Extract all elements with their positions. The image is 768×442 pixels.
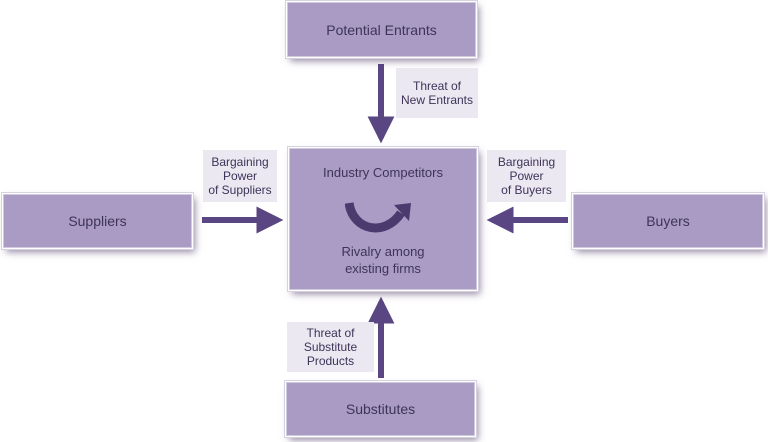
suppliers-box: Suppliers bbox=[2, 193, 193, 249]
industry-competitors-box: Industry Competitors Rivalry among exist… bbox=[288, 147, 478, 291]
suppliers-label: Suppliers bbox=[68, 213, 127, 229]
potential-entrants-label: Potential Entrants bbox=[326, 21, 437, 38]
buyers-label: Buyers bbox=[646, 213, 690, 229]
buyer-power-label: Bargaining Power of Buyers bbox=[487, 150, 566, 202]
buyers-box: Buyers bbox=[572, 193, 764, 249]
substitutes-box: Substitutes bbox=[285, 381, 476, 437]
threat-substitutes-label: Threat of Substitute Products bbox=[287, 322, 374, 372]
curved-arrow-icon bbox=[345, 201, 411, 233]
substitutes-label: Substitutes bbox=[345, 401, 416, 417]
supplier-power-label: Bargaining Power of Suppliers bbox=[203, 150, 277, 202]
threat-new-entrants-label: Threat of New Entrants bbox=[396, 68, 478, 118]
potential-entrants-box: Potential Entrants bbox=[286, 1, 477, 58]
rivalry-label: Rivalry among existing firms bbox=[341, 244, 425, 276]
industry-competitors-label: Industry Competitors bbox=[323, 165, 443, 180]
